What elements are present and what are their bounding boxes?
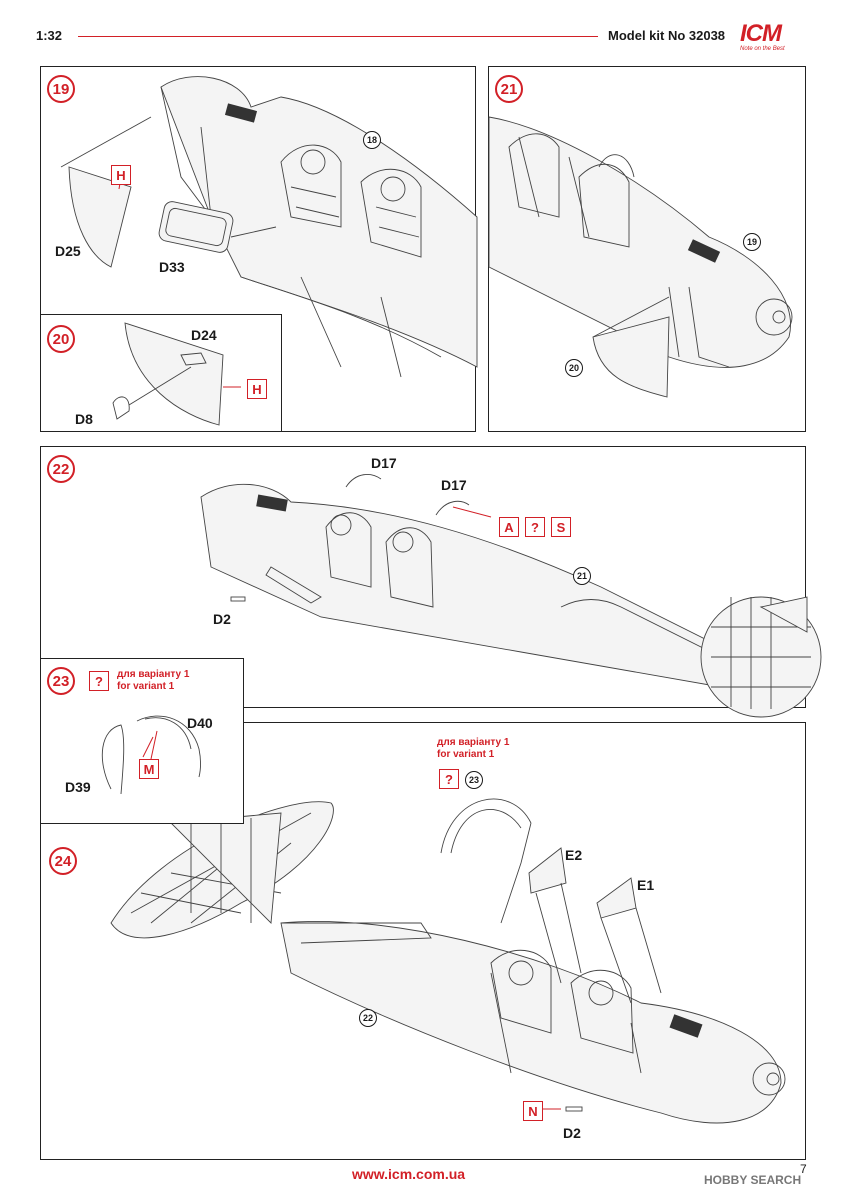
step-19-drawing <box>60 76 478 378</box>
paint-H-19: H <box>111 165 131 185</box>
step-23-drawing <box>101 715 201 795</box>
part-D2-22: D2 <box>213 611 231 627</box>
step-23-badge: 23 <box>47 667 75 695</box>
step-21-ref-20: 20 <box>565 359 583 377</box>
step-22-panel: 22 D17 D17 A ? S 21 D2 <box>40 446 822 718</box>
part-D33: D33 <box>159 259 185 275</box>
logo-mark: ICM <box>740 20 782 47</box>
step-24-badge: 24 <box>49 847 77 875</box>
query-box-24: ? <box>439 769 459 789</box>
part-D8: D8 <box>75 411 93 427</box>
step-20-badge: 20 <box>47 325 75 353</box>
header-rule <box>78 36 598 37</box>
step-21-badge: 21 <box>495 75 523 103</box>
part-E1: E1 <box>637 877 655 893</box>
part-D2-24: D2 <box>563 1125 581 1141</box>
page-number: 7 <box>800 1162 807 1176</box>
icm-logo: ICM Note on the Best <box>740 20 804 60</box>
step-21-panel: 21 19 20 <box>488 66 806 432</box>
step-19-ref-18: 18 <box>363 131 381 149</box>
footer-url[interactable]: www.icm.com.ua <box>352 1166 466 1182</box>
step-24-drawing <box>110 798 786 1124</box>
variant-note-24-uk: для варіанту 1 <box>437 737 510 748</box>
logo-slogan: Note on the Best <box>740 46 785 52</box>
part-E2: E2 <box>565 847 583 863</box>
paint-H-20: H <box>247 379 267 399</box>
part-D40: D40 <box>187 715 213 731</box>
variant-note-23-uk: для варіанту 1 <box>117 669 190 680</box>
part-D25: D25 <box>55 243 81 259</box>
variant-note-24-en: for variant 1 <box>437 749 495 760</box>
part-D17-a: D17 <box>371 455 397 471</box>
step-19-badge: 19 <box>47 75 75 103</box>
watermark: HOBBY SEARCH <box>704 1173 802 1187</box>
step-24-panel: 24 для варіанту 1 for variant 1 ? 23 E2 … <box>40 722 806 1160</box>
paint-M: M <box>139 759 159 779</box>
step-24-ref-22: 22 <box>359 1009 377 1027</box>
step-22-badge: 22 <box>47 455 75 483</box>
step-22-ref-21: 21 <box>573 567 591 585</box>
paint-A: A <box>499 517 519 537</box>
step-20-panel: 20 D24 H D8 <box>40 314 282 432</box>
step-24-ref-23: 23 <box>465 771 483 789</box>
step-23-panel: 23 ? для варіанту 1 for variant 1 D40 M … <box>40 658 244 824</box>
scale-label: 1:32 <box>36 28 63 43</box>
part-D17-b: D17 <box>441 477 467 493</box>
step-20-drawing <box>112 322 241 426</box>
paint-S: S <box>551 517 571 537</box>
part-D24: D24 <box>191 327 217 343</box>
part-D39: D39 <box>65 779 91 795</box>
step-21-drawing <box>488 116 793 398</box>
variant-note-23-en: for variant 1 <box>117 681 175 692</box>
paint-query: ? <box>525 517 545 537</box>
kit-number: Model kit No 32038 <box>608 28 726 43</box>
step-21-ref-19: 19 <box>743 233 761 251</box>
step-22-drawing <box>200 474 822 718</box>
paint-N: N <box>523 1101 543 1121</box>
query-box-23: ? <box>89 671 109 691</box>
